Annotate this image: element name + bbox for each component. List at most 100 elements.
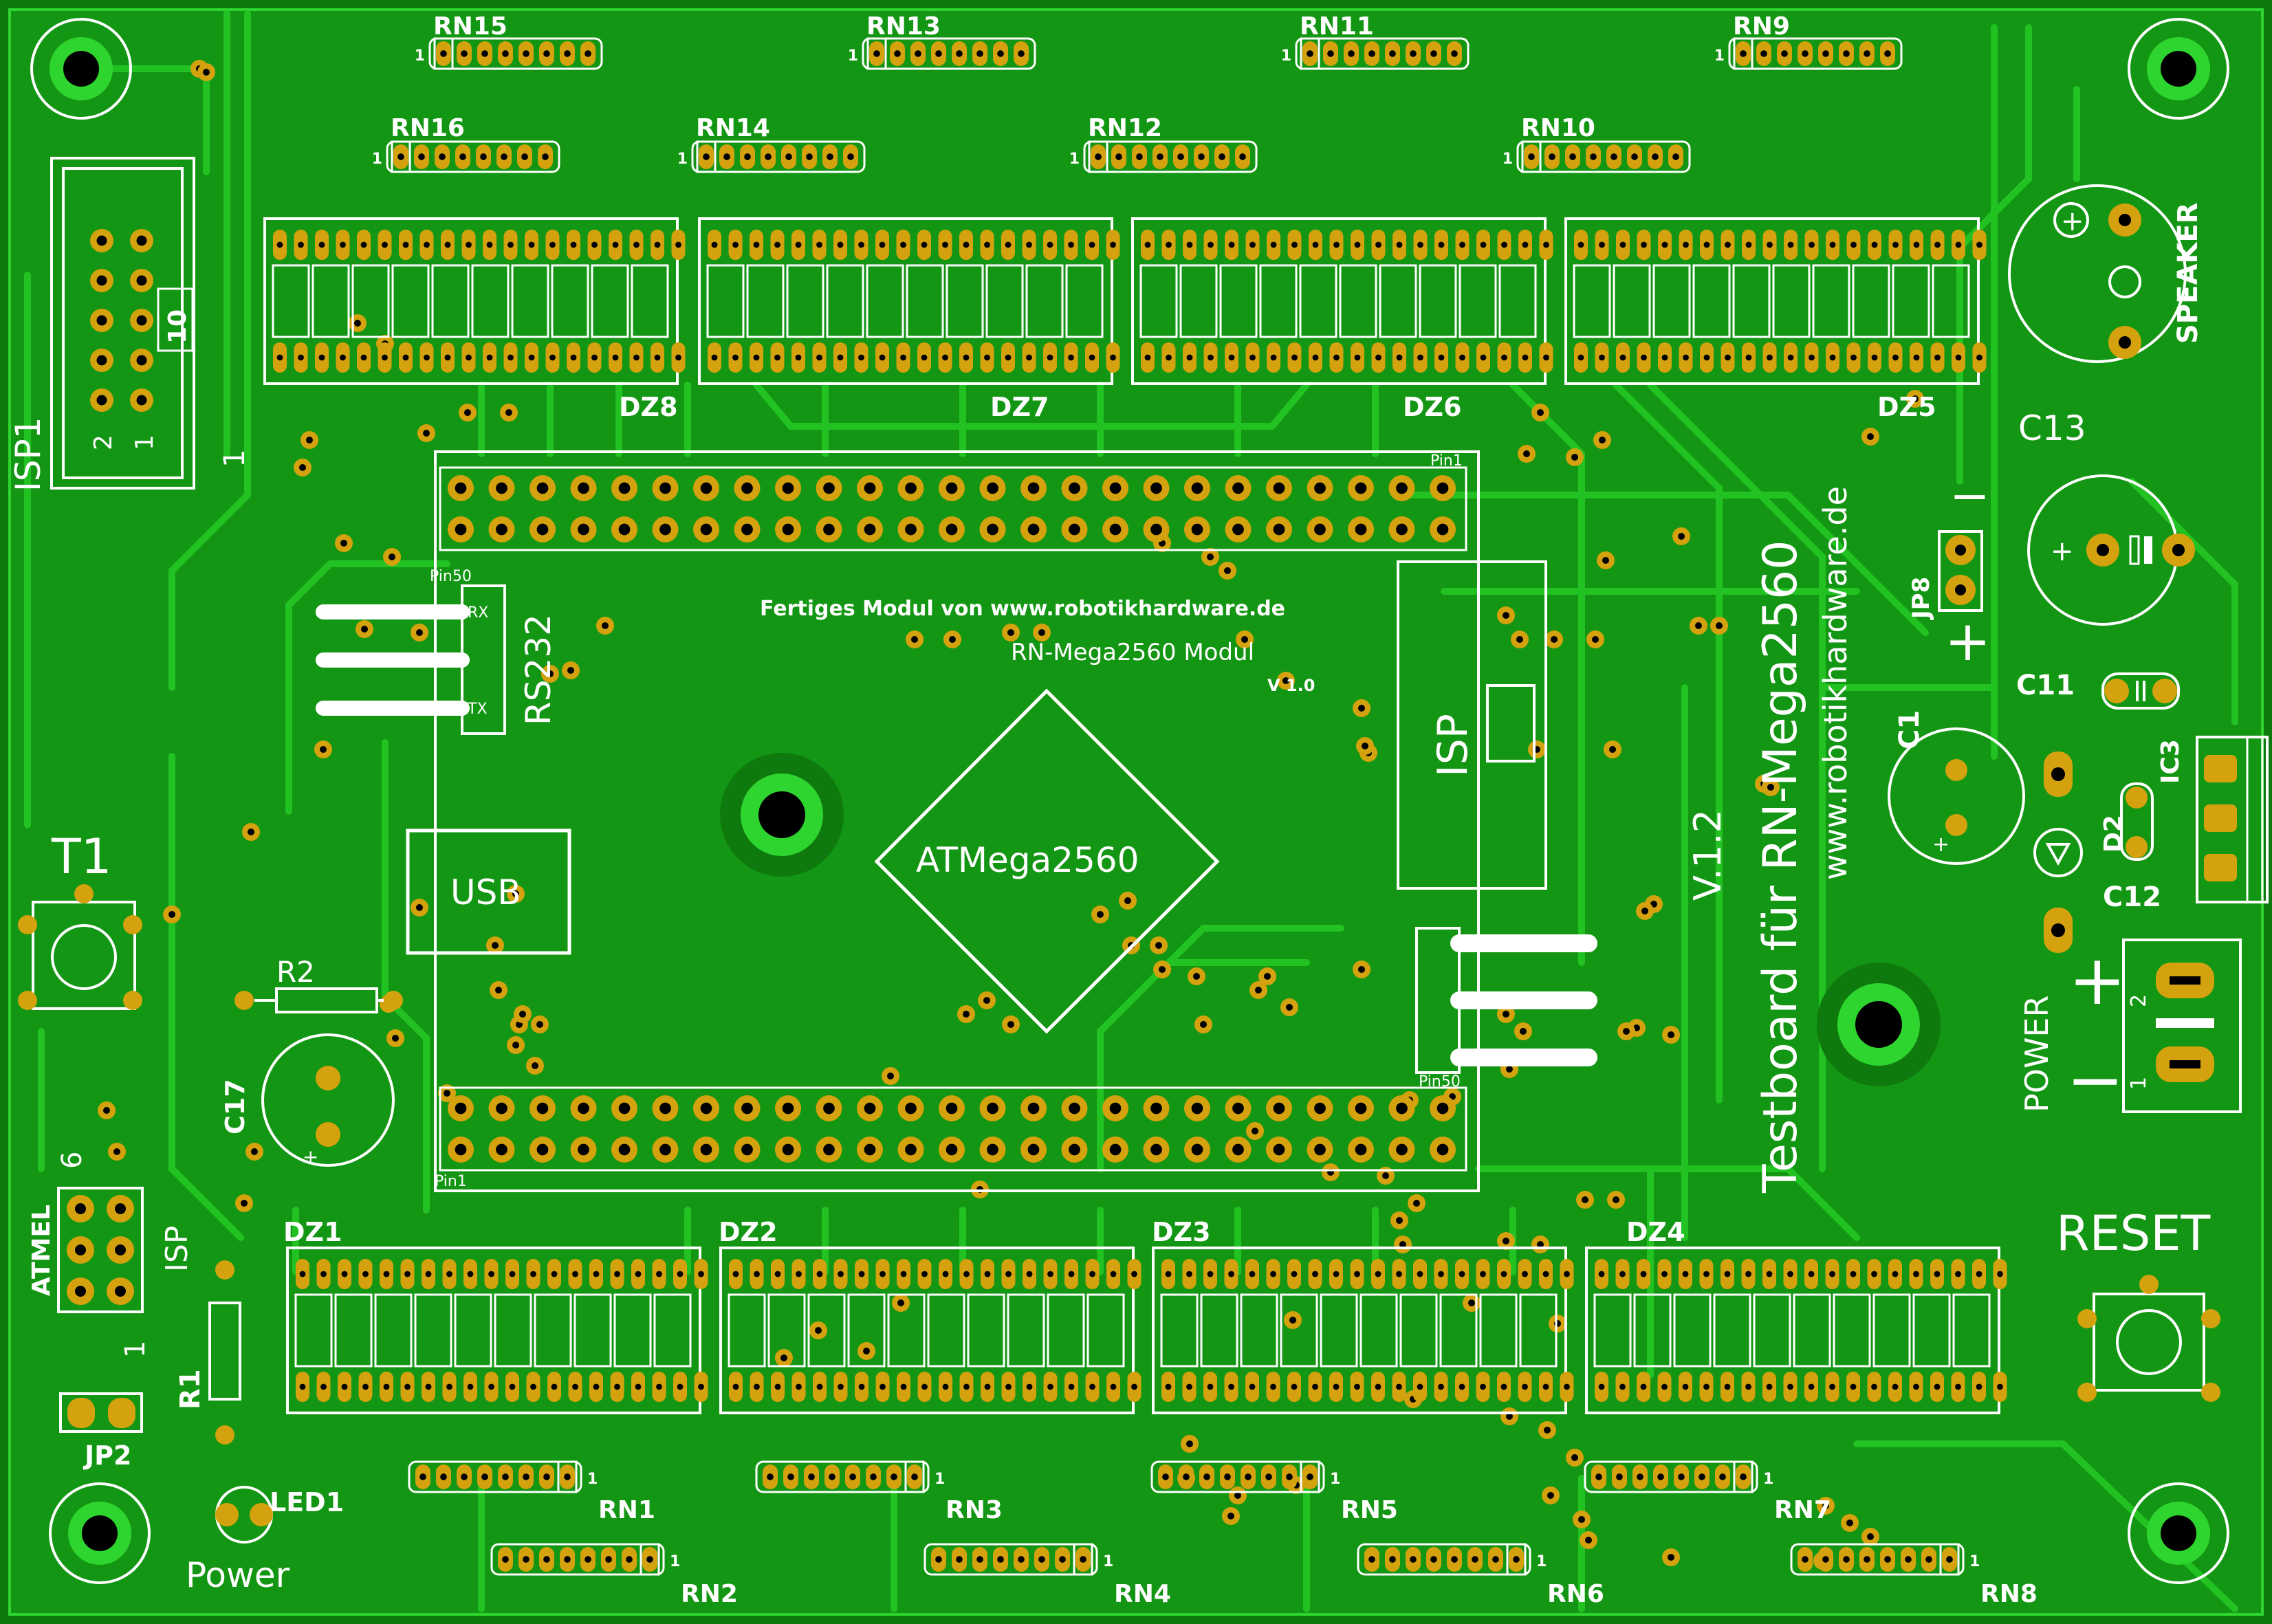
display-pin bbox=[1762, 1259, 1776, 1289]
via bbox=[1906, 390, 1924, 408]
rn-pin bbox=[496, 144, 512, 169]
display-pin bbox=[1064, 342, 1078, 373]
display-pin bbox=[1679, 230, 1693, 260]
rn-pin bbox=[993, 1547, 1008, 1572]
trace bbox=[1613, 382, 1723, 1104]
header-pin bbox=[1143, 1137, 1170, 1163]
display-pin bbox=[939, 1372, 952, 1402]
display-pin bbox=[1308, 1259, 1322, 1289]
header-pin bbox=[1102, 1095, 1128, 1121]
rn-pin bbox=[761, 144, 776, 169]
display-pin bbox=[589, 1259, 603, 1289]
rn-label: RN12 bbox=[1088, 114, 1162, 142]
mounting-hole-bottom-right bbox=[2128, 1482, 2229, 1584]
display-pin bbox=[897, 1259, 910, 1289]
display-pin bbox=[1413, 1259, 1427, 1289]
display-pin bbox=[1539, 230, 1553, 260]
display-pin bbox=[1497, 230, 1511, 260]
display-label: DZ4 bbox=[1626, 1217, 1685, 1247]
rn-pin bbox=[1467, 1547, 1483, 1572]
display-pin bbox=[1085, 230, 1099, 260]
rn-pin bbox=[931, 41, 946, 66]
isp-pin1-label: 1 bbox=[120, 1341, 151, 1358]
rn-pin bbox=[1447, 41, 1462, 66]
display-pin bbox=[1245, 1372, 1259, 1402]
display-pin bbox=[1595, 1372, 1608, 1402]
via bbox=[1181, 1435, 1199, 1453]
module-info-line2: RN-Mega2560 Modul bbox=[1011, 639, 1254, 666]
display-pin bbox=[1539, 1259, 1553, 1289]
display-pin bbox=[1371, 1372, 1385, 1402]
rn-pin bbox=[1194, 144, 1209, 169]
rn-pin1-label: 1 bbox=[1714, 47, 1725, 65]
display-pin bbox=[378, 230, 392, 260]
header-pin bbox=[693, 1095, 719, 1121]
speaker-label: SPEAKER bbox=[2172, 202, 2204, 344]
c1-plus: + bbox=[1932, 833, 1949, 857]
display-pin bbox=[1826, 230, 1839, 260]
power-connector-label: POWER bbox=[2018, 996, 2055, 1112]
via bbox=[1246, 1122, 1264, 1140]
t1-button[interactable] bbox=[18, 884, 142, 1010]
display-pin bbox=[694, 1259, 708, 1289]
rn-pin bbox=[1447, 1547, 1462, 1572]
header-pin bbox=[1430, 516, 1456, 542]
isp1-pin bbox=[90, 388, 113, 412]
display-pin bbox=[1615, 1372, 1630, 1402]
display-pin bbox=[1043, 1259, 1058, 1289]
trace bbox=[2128, 478, 2238, 725]
display-pin bbox=[1392, 1372, 1406, 1402]
rn-pin bbox=[1798, 1547, 1813, 1572]
rn-pin bbox=[455, 144, 470, 169]
display-pin bbox=[547, 1372, 561, 1402]
display-pin bbox=[589, 1372, 603, 1402]
display-pin bbox=[652, 1372, 666, 1402]
display-pin bbox=[1804, 1372, 1818, 1402]
display-pin bbox=[1868, 230, 1881, 260]
header-pin bbox=[1102, 516, 1128, 542]
rn-label: RN14 bbox=[696, 114, 770, 142]
display-pin bbox=[896, 342, 910, 373]
display-pin bbox=[770, 230, 785, 260]
display-pin bbox=[1182, 1372, 1197, 1402]
display-pin bbox=[1043, 342, 1057, 373]
via bbox=[417, 424, 435, 442]
display-pin bbox=[1455, 1259, 1469, 1289]
via bbox=[1002, 1016, 1020, 1033]
rn-pin bbox=[1859, 1547, 1875, 1572]
display-pin bbox=[812, 230, 827, 260]
display-dz3: DZ3 bbox=[1152, 1217, 1574, 1414]
header-pin bbox=[1430, 475, 1456, 501]
via bbox=[1597, 551, 1615, 569]
via bbox=[1033, 624, 1051, 641]
display-pin bbox=[568, 1372, 582, 1402]
display-pin bbox=[673, 1259, 687, 1289]
ic3-regulator bbox=[2196, 736, 2269, 903]
header-pin bbox=[1061, 516, 1088, 542]
display-pin bbox=[1657, 1259, 1672, 1289]
rn-pin bbox=[1921, 1547, 1936, 1572]
display-pin bbox=[567, 342, 580, 373]
via bbox=[1528, 740, 1546, 758]
rn-pin bbox=[1777, 41, 1792, 66]
rn-pin1-label: 1 bbox=[1069, 151, 1080, 168]
header-pin bbox=[857, 475, 883, 501]
display-pin bbox=[812, 342, 827, 373]
via bbox=[1497, 606, 1515, 624]
display-pin bbox=[631, 1372, 645, 1402]
display-pin bbox=[422, 1259, 435, 1289]
reset-button[interactable] bbox=[2077, 1275, 2220, 1402]
rn-pin bbox=[601, 1547, 616, 1572]
display-pin bbox=[1741, 1259, 1756, 1289]
rn-pin bbox=[1612, 1464, 1627, 1489]
display-pin bbox=[1721, 1259, 1734, 1289]
display-pin bbox=[813, 1259, 827, 1289]
header-pin bbox=[693, 516, 719, 542]
display-pin bbox=[1022, 342, 1036, 373]
rn-pin bbox=[457, 41, 472, 66]
display-pin bbox=[729, 1372, 743, 1402]
display-pin bbox=[651, 230, 664, 260]
atmel-isp-header bbox=[57, 1187, 144, 1313]
